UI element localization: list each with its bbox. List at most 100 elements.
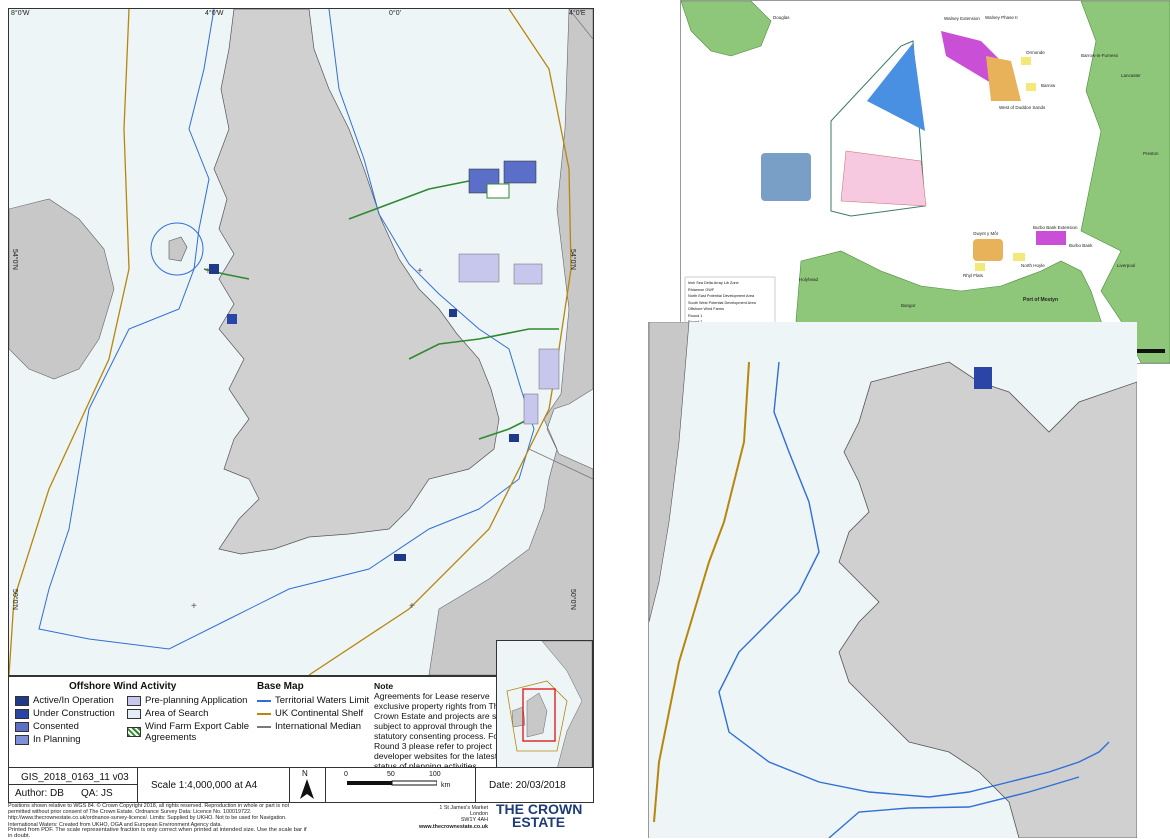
scale-text: Scale 1:4,000,000 at A4 [151, 780, 258, 791]
gis-ref: GIS_2018_0163_11 v03 [21, 772, 129, 783]
irish-legend-item: Irish Sea Delta Array Lib Zone [688, 281, 739, 285]
rhiannon-owf [840, 150, 927, 207]
continental-shelf-zoom [653, 361, 750, 823]
map-date: Date: 20/03/2018 [489, 780, 566, 791]
tick-lon-4e: 4°0'E [569, 10, 586, 17]
ireland-landmass [9, 198, 115, 380]
line-swatch [257, 699, 271, 702]
swatch [127, 727, 141, 737]
burbo-bank-extension [1036, 231, 1066, 245]
irish-legend-item: Rhiannon OWF [688, 287, 715, 292]
ormonde [1021, 57, 1031, 65]
international-median-line [528, 448, 593, 480]
legend-item-territorial: Territorial Waters Limit [257, 695, 369, 706]
uk-continental-shelf-line [9, 9, 130, 675]
barrow-owf [1026, 83, 1036, 91]
tick-lon-8w: 8°0'W [11, 10, 30, 17]
legend-item-consented: Consented [15, 721, 79, 732]
walney-extension [941, 31, 1001, 86]
windfarm-dogger-2 [503, 160, 537, 184]
isle-of-man-territorial-ring [150, 222, 204, 276]
legend-item-continental: UK Continental Shelf [257, 708, 363, 719]
swatch [127, 695, 141, 706]
tb-north-cell: N [289, 768, 326, 802]
south-west-pda [761, 153, 811, 201]
territorial-waters-line [38, 9, 535, 650]
tick-lat-50n-left: 50°0'N [11, 589, 18, 610]
label-burbo-ext: Burbo Bank Extension [1033, 225, 1078, 230]
author: Author: DB [15, 788, 64, 799]
export-cable-thames [478, 418, 530, 440]
north-hoyle [1013, 253, 1025, 261]
windfarm-east-anglia-2 [523, 393, 539, 425]
base-map-title: Base Map [257, 681, 304, 692]
windfarm-dogger-cable [486, 183, 510, 199]
label-walney-ext: Walney Extension [944, 16, 980, 21]
main-map-svg: + + + + [9, 9, 593, 675]
locator-box [522, 688, 556, 742]
footer-copyright: Positions shown relative to WGS 84. © Cr… [8, 803, 290, 828]
label-ormonde: Ormonde [1026, 50, 1045, 55]
note-text: Agreements for Lease reserve exclusive p… [374, 691, 505, 771]
label-holyhead: Holyhead [799, 277, 819, 282]
irish-legend-item: Round 1 [688, 313, 703, 318]
footer-address: 1 St James's Market London SW1Y 4AH www.… [419, 805, 488, 830]
label-preston: Preston [1143, 151, 1159, 156]
label-north-hoyle: North Hoyle [1021, 263, 1045, 268]
irish-sea-map[interactable]: Douglas Walney Extension Walney Phase II… [680, 0, 1170, 364]
cumbria-land [1080, 1, 1170, 363]
graticule-cross: + [417, 266, 423, 277]
irish-legend-item: South West Potential Development Area [688, 300, 756, 305]
scalebar-label-0: 0 [344, 771, 348, 778]
legend-panel: Offshore Wind Activity Active/In Operati… [8, 640, 594, 771]
tick-lat-50n-right: 50°0'N [569, 589, 576, 610]
tb-scale-cell: Scale 1:4,000,000 at A4 [137, 768, 290, 802]
windfarm-hornsea-preplanning [458, 253, 500, 283]
note-title: Note [374, 681, 394, 691]
label-lancaster: Lancaster [1121, 73, 1141, 78]
label-rhyl-flats: Rhyl Flats [963, 273, 984, 278]
swatch [15, 695, 29, 706]
map-footer: Positions shown relative to WGS 84. © Cr… [8, 801, 592, 839]
wales-zoom-svg [649, 322, 1137, 838]
wales-zoom-map[interactable] [648, 322, 1137, 838]
legend-title: Offshore Wind Activity [69, 681, 177, 692]
swatch [15, 708, 29, 719]
scalebar-label-50: 50 [387, 771, 395, 778]
crown-estate-logo: THE CROWN ESTATE [496, 801, 583, 830]
main-map-frame[interactable]: + + + + 8°0'W 4°0'W 0°0' 4°0'E 54°0'N 50… [8, 8, 594, 676]
west-duddon-sands [986, 56, 1021, 101]
tb-scalebar-cell: 0 50 100 km [325, 768, 476, 802]
isle-of-man-landmass [168, 236, 188, 262]
legend-note: Note Agreements for Lease reserve exclus… [374, 681, 506, 771]
locator-inset [496, 640, 593, 770]
label-gwynt: Gwynt y Môr [973, 231, 999, 236]
label-west-duddon: West of Duddon Sands [999, 105, 1046, 110]
line-swatch [257, 712, 271, 715]
irish-legend-item: North East Potential Development Area [688, 294, 755, 298]
gwynt-y-mor [973, 239, 1003, 261]
windfarm-zoom [974, 367, 992, 389]
north-arrow-icon [300, 779, 314, 799]
legend-item-median: International Median [257, 721, 361, 732]
windfarm-irish-2 [227, 314, 237, 324]
graticule-cross: + [205, 266, 211, 277]
label-douglas: Douglas [773, 15, 790, 20]
rhyl-flats [975, 263, 985, 271]
footer-print-note: Printed from PDF. The scale representati… [8, 827, 307, 839]
footer-website: www.thecrownestate.co.uk [419, 823, 488, 830]
legend-item-active: Active/In Operation [15, 695, 114, 706]
label-burbo: Burbo Bank [1069, 243, 1093, 248]
windfarm-thames-1 [509, 434, 519, 442]
territorial-waters-zoom-south [828, 776, 1080, 838]
legend-item-in-planning: In Planning [15, 734, 81, 745]
title-block: GIS_2018_0163_11 v03 Author: DB QA: JS S… [8, 767, 594, 803]
swatch [127, 708, 141, 719]
label-walney-phase: Walney Phase II [985, 15, 1018, 20]
wales-land-zoom [838, 361, 1137, 838]
label-barrow: Barrow [1041, 83, 1056, 88]
tick-lat-54n-left: 54°0'N [11, 249, 18, 270]
legend-item-pre-planning: Pre-planning Application [127, 695, 247, 706]
territorial-waters-zoom [718, 361, 1110, 798]
export-cable-hornsea [408, 328, 559, 360]
